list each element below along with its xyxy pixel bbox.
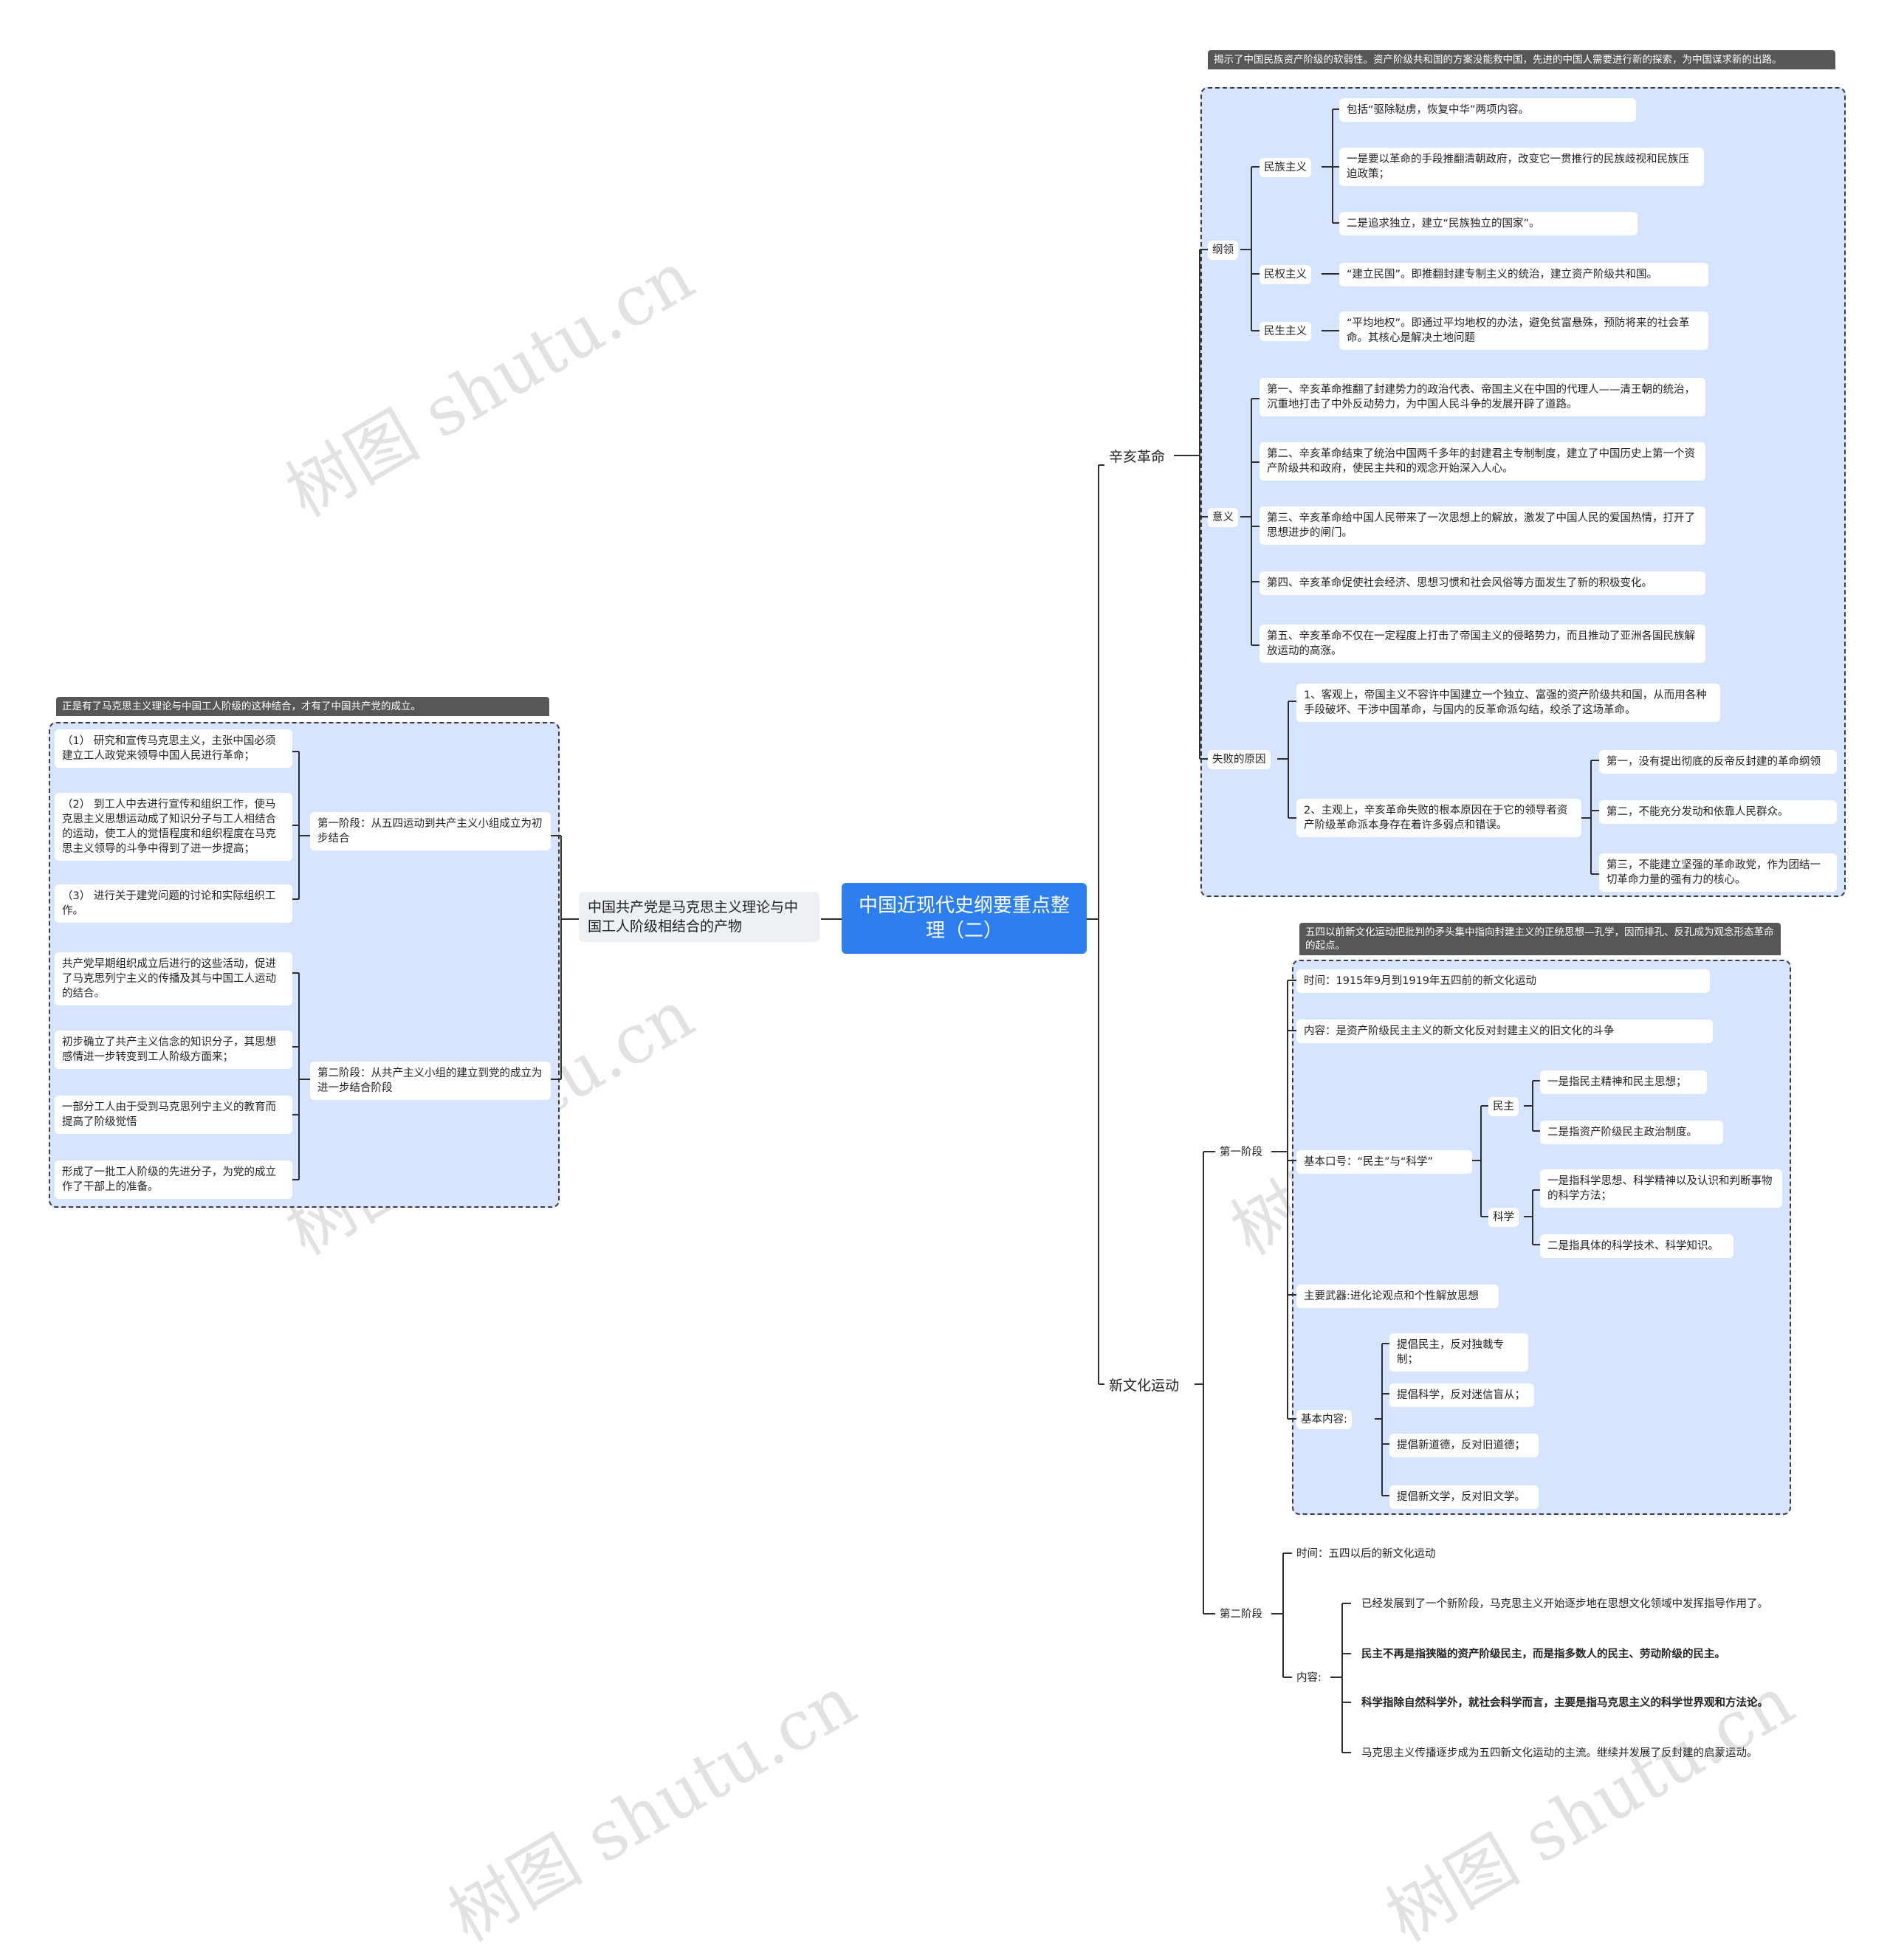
stage2-item[interactable]: 共产党早期组织成立后进行的这些活动，促进了马克思列宁主义的传播及其与中国工人运动… xyxy=(55,952,292,1005)
significance-item[interactable]: 第四、辛亥革命促使社会经济、思想习惯和社会风俗等方面发生了新的积极变化。 xyxy=(1260,571,1705,595)
summary-left: 正是有了马克思主义理论与中国工人阶级的这种结合，才有了中国共产党的成立。 xyxy=(56,697,549,716)
stage1-item[interactable]: （1） 研究和宣传马克思主义，主张中国必须建立工人政党来领导中国人民进行革命； xyxy=(55,729,292,768)
basic-content-item[interactable]: 提倡新文学，反对旧文学。 xyxy=(1389,1485,1539,1509)
basic-content-label[interactable]: 基本内容: xyxy=(1296,1410,1352,1429)
democracy-item[interactable]: 一是指民主精神和民主思想； xyxy=(1540,1070,1707,1094)
science-item[interactable]: 二是指具体的科学技术、科学知识。 xyxy=(1540,1234,1733,1258)
significance-item[interactable]: 第三、辛亥革命给中国人民带来了一次思想上的解放，激发了中国人民的爱国热情，打开了… xyxy=(1260,506,1705,545)
failure-objective[interactable]: 1、客观上，帝国主义不容许中国建立一个独立、富强的资产阶级共和国，从而用各种手段… xyxy=(1296,684,1720,722)
stage2-item[interactable]: 形成了一批工人阶级的先进分子，为党的成立作了干部上的准备。 xyxy=(55,1160,292,1199)
livelihood-label[interactable]: 民生主义 xyxy=(1260,322,1311,341)
failure-reasons-label[interactable]: 失败的原因 xyxy=(1208,750,1271,769)
nc-weapon[interactable]: 主要武器:进化论观点和个性解放思想 xyxy=(1296,1285,1499,1308)
democracy-label[interactable]: 民主 xyxy=(1488,1097,1519,1116)
stage2-item[interactable]: 初步确立了共产主义信念的知识分子，其思想感情进一步转变到工人阶级方面来； xyxy=(55,1031,292,1069)
basic-content-item[interactable]: 提倡民主，反对独裁专制； xyxy=(1389,1333,1528,1372)
basic-content-item[interactable]: 提倡科学，反对迷信盲从； xyxy=(1389,1383,1534,1407)
nc-content[interactable]: 内容：是资产阶级民主主义的新文化反对封建主义的旧文化的斗争 xyxy=(1296,1019,1713,1043)
democracy-item[interactable]: “建立民国”。即推翻封建专制主义的统治，建立资产阶级共和国。 xyxy=(1339,263,1708,286)
stage2-content-item[interactable]: 已经发展到了一个新阶段，马克思主义开始逐步地在思想文化领域中发挥指导作用了。 xyxy=(1361,1598,1768,1610)
summary-xinhai: 揭示了中国民族资产阶级的软弱性。资产阶级共和国的方案没能救中国，先进的中国人需要… xyxy=(1208,50,1835,69)
failure-subjective-item[interactable]: 第二，不能充分发动和依靠人民群众。 xyxy=(1599,800,1837,824)
nationalism-item[interactable]: 一是要以革命的手段推翻清朝政府，改变它一贯推行的民族歧视和民族压迫政策； xyxy=(1339,148,1704,186)
stage1-label[interactable]: 第一阶段：从五四运动到共产主义小组成立为初步结合 xyxy=(310,812,551,850)
stage1-item[interactable]: （3） 进行关于建党问题的讨论和实际组织工作。 xyxy=(55,884,292,923)
significance-item[interactable]: 第五、辛亥革命不仅在一定程度上打击了帝国主义的侵略势力，而且推动了亚洲各国民族解… xyxy=(1260,625,1705,663)
stage1-label[interactable]: 第一阶段 xyxy=(1215,1143,1267,1162)
stage2-label[interactable]: 第二阶段：从共产主义小组的建立到党的成立为进一步结合阶段 xyxy=(310,1062,551,1100)
significance-item[interactable]: 第一、辛亥革命推翻了封建势力的政治代表、帝国主义在中国的代理人——清王朝的统治，… xyxy=(1260,378,1705,416)
democracy-label[interactable]: 民权主义 xyxy=(1260,265,1311,284)
summary-xinwenhua: 五四以前新文化运动把批判的矛头集中指向封建主义的正统思想—孔学，因而排孔、反孔成… xyxy=(1299,923,1781,955)
nc-time[interactable]: 时间：1915年9月到1919年五四前的新文化运动 xyxy=(1296,969,1710,993)
stage2-item[interactable]: 一部分工人由于受到马克思列宁主义的教育而提高了阶级觉悟 xyxy=(55,1096,292,1134)
topic-new-culture-movement[interactable]: 新文化运动 xyxy=(1109,1378,1180,1394)
stage2-content-item[interactable]: 科学指除自然科学外，就社会科学而言，主要是指马克思主义的科学世界观和方法论。 xyxy=(1361,1697,1768,1709)
stage2-label[interactable]: 第二阶段 xyxy=(1220,1609,1262,1620)
failure-subjective-item[interactable]: 第三，不能建立坚强的革命政党，作为团结一切革命力量的强有力的核心。 xyxy=(1599,853,1837,892)
stage2-content-item[interactable]: 民主不再是指狭隘的资产阶级民主，而是指多数人的民主、劳动阶级的民主。 xyxy=(1361,1648,1725,1660)
significance-label[interactable]: 意义 xyxy=(1208,508,1238,527)
democracy-item[interactable]: 二是指资产阶级民主政治制度。 xyxy=(1540,1121,1723,1144)
topic-xinhai-revolution[interactable]: 辛亥革命 xyxy=(1109,449,1166,465)
program-label[interactable]: 纲领 xyxy=(1208,241,1238,260)
root-topic[interactable]: 中国近现代史纲要重点整理（二） xyxy=(842,883,1087,954)
nationalism-item[interactable]: 二是追求独立，建立“民族独立的国家”。 xyxy=(1339,212,1638,235)
significance-item[interactable]: 第二、辛亥革命结束了统治中国两千多年的封建君主专制制度，建立了中国历史上第一个资… xyxy=(1260,442,1705,481)
science-item[interactable]: 一是指科学思想、科学精神以及认识和判断事物的科学方法； xyxy=(1540,1169,1782,1208)
nationalism-label[interactable]: 民族主义 xyxy=(1260,158,1311,177)
failure-subjective-item[interactable]: 第一，没有提出彻底的反帝反封建的革命纲领 xyxy=(1599,750,1837,774)
connector-lines xyxy=(292,109,1599,1753)
stage2-content-label[interactable]: 内容: xyxy=(1296,1672,1322,1684)
basic-content-item[interactable]: 提倡新道德，反对旧道德； xyxy=(1389,1434,1539,1457)
stage2-time[interactable]: 时间：五四以后的新文化运动 xyxy=(1296,1548,1436,1560)
nc-slogan[interactable]: 基本口号：“民主”与“科学” xyxy=(1296,1150,1472,1174)
stage2-content-item[interactable]: 马克思主义传播逐步成为五四新文化运动的主流。继续并发展了反封建的启蒙运动。 xyxy=(1361,1747,1758,1759)
livelihood-item[interactable]: “平均地权”。即通过平均地权的办法，避免贫富悬殊，预防将来的社会革命。其核心是解… xyxy=(1339,312,1708,350)
nationalism-item[interactable]: 包括“驱除鞑虏，恢复中华”两项内容。 xyxy=(1339,98,1636,122)
stage1-item[interactable]: （2） 到工人中去进行宣传和组织工作，使马克思主义思想运动成了知识分子与工人相结… xyxy=(55,793,292,861)
failure-subjective[interactable]: 2、主观上，辛亥革命失败的根本原因在于它的领导者资产阶级革命派本身存在着许多弱点… xyxy=(1296,799,1581,837)
science-label[interactable]: 科学 xyxy=(1488,1208,1519,1227)
topic-party-founding[interactable]: 中国共产党是马克思主义理论与中国工人阶级相结合的产物 xyxy=(579,892,819,942)
